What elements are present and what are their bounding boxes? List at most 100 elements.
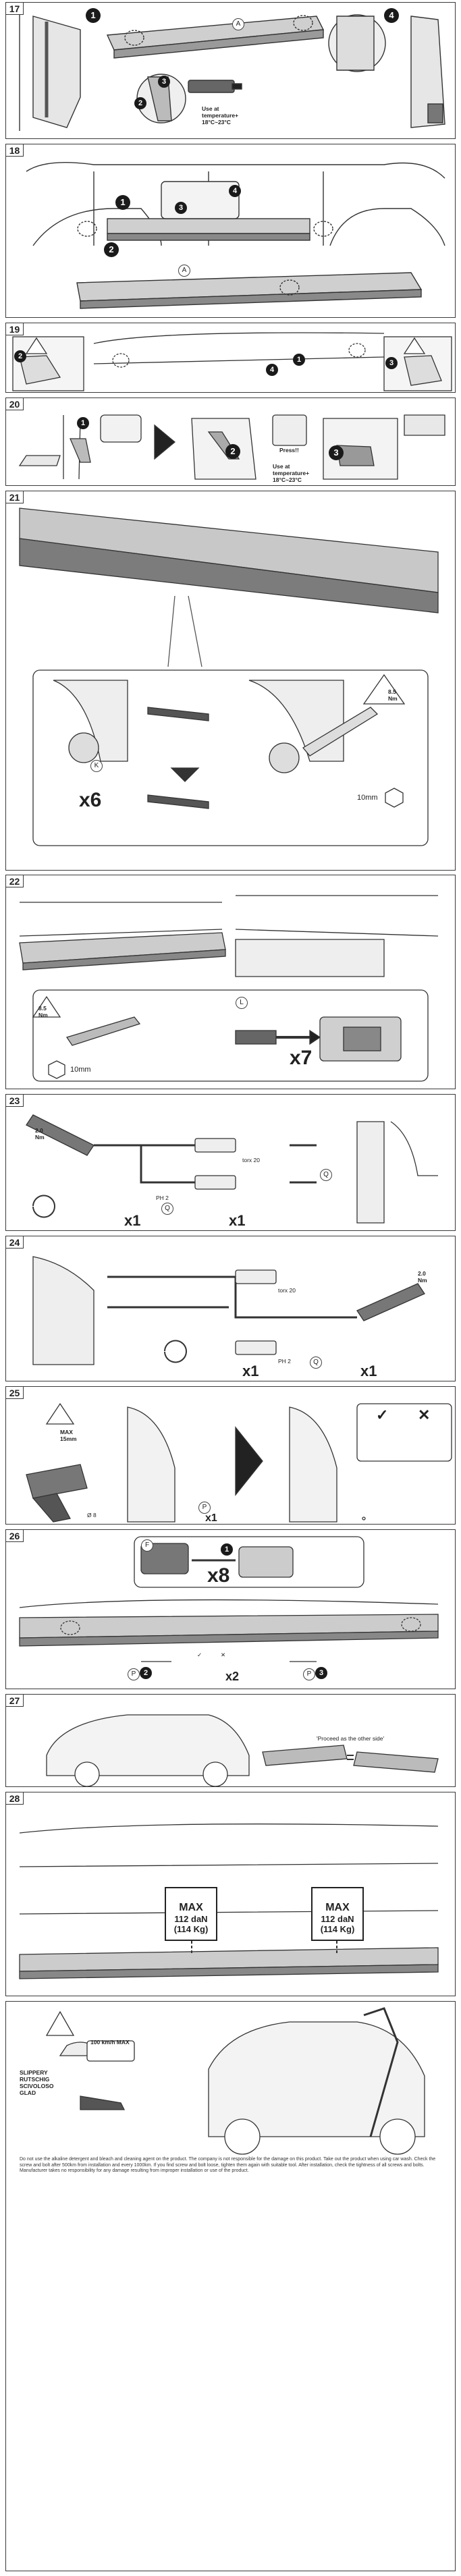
temperature-line-1: Use at	[202, 105, 219, 112]
part-label-l: L	[236, 997, 248, 1009]
step-number: 22	[6, 875, 24, 887]
part-label-q: Q	[161, 1203, 173, 1215]
quantity-x8: x8	[207, 1564, 230, 1587]
max-load-title: MAX	[179, 1902, 203, 1913]
quantity-x1-b: x1	[360, 1363, 377, 1379]
step-23-panel: 23 2.0 Nm torx 20 PH 2 Q x1 Q x1	[5, 1094, 456, 1231]
quantity-x6: x6	[79, 789, 102, 811]
slippery-en: SLIPPERY	[20, 2069, 48, 2076]
torque-value: 2.0	[418, 1270, 426, 1277]
warning-text: Do not use the alkaline detergent and bl…	[20, 2157, 436, 2173]
step-19-panel: 19 2 1 4 3	[5, 323, 456, 393]
step-number: 19	[6, 323, 24, 335]
step-20-illustration	[18, 414, 445, 480]
step-19-illustration	[12, 332, 452, 391]
step-21-illustration	[19, 508, 439, 846]
max-load-label-left: MAX 112 daN (114 Kg)	[165, 1887, 217, 1941]
max-load-title: MAX	[325, 1902, 350, 1913]
step-23-illustration	[26, 1114, 438, 1224]
callout-1: 1	[221, 1543, 233, 1556]
part-label-p: P	[128, 1668, 140, 1680]
ok-mark: ✓	[376, 1406, 389, 1423]
step-22-illustration	[19, 895, 439, 1082]
callout-1: 1	[86, 8, 101, 23]
drill-size: Ø 8	[87, 1512, 97, 1518]
step-18-panel: 18 1 2 3 4 A	[5, 144, 456, 318]
callout-1: 1	[77, 417, 89, 429]
callout-3: 3	[329, 445, 344, 460]
step-25-panel: 25 MAX 15mm Ø 8 P x1 ✓ ✕	[5, 1386, 456, 1525]
max-depth-line-1: MAX	[60, 1429, 73, 1435]
wrench-size: 10mm	[357, 794, 378, 802]
callout-2: 2	[225, 444, 240, 459]
callout-4: 4	[229, 185, 241, 197]
step-18-illustration	[26, 161, 445, 309]
speed-limit: 100 km/h MAX	[90, 2039, 130, 2046]
step-28-panel: 28 MAX 112 daN (114 Kg) MAX 112 daN (114…	[5, 1792, 456, 1996]
callout-3: 3	[385, 357, 398, 369]
warning-panel: 100 km/h MAX SLIPPERY RUTSCHIG SCIVOLOSO…	[5, 2001, 456, 2571]
quantity-x1-a: x1	[124, 1212, 141, 1229]
temperature-line-2: temperature+	[202, 112, 239, 119]
not-ok-mark: ✕	[418, 1406, 431, 1423]
press-text: Press!!	[279, 447, 299, 454]
step-20-panel: 20 1 2 Press!! Use at temperature+ 18°C~…	[5, 398, 456, 486]
step-26-panel: 26 F 1 x8 P 2 ✓ ✕ x2 P 3	[5, 1529, 456, 1689]
callout-2: 2	[14, 350, 26, 362]
quantity-x1-a: x1	[242, 1363, 259, 1379]
torx-bit-label: torx 20	[242, 1157, 260, 1163]
torque-unit: Nm	[388, 695, 398, 702]
temperature-line-3: 18°C~23°C	[273, 476, 302, 483]
ph-bit-label: PH 2	[278, 1358, 291, 1365]
callout-4: 4	[266, 364, 278, 376]
slippery-da: GLAD	[20, 2089, 36, 2096]
quantity-x7: x7	[290, 1047, 313, 1069]
step-25-illustration	[26, 1402, 452, 1523]
callout-1: 1	[115, 195, 130, 210]
step-number: 21	[6, 491, 24, 503]
step-27-illustration	[46, 1714, 439, 1786]
torque-value: 8.5	[388, 688, 396, 695]
torque-unit: Nm	[418, 1277, 427, 1284]
ok-mark: ✓	[197, 1651, 202, 1658]
step-17-illustration	[19, 9, 445, 131]
part-label-a: A	[232, 18, 244, 30]
step-number: 18	[6, 144, 24, 157]
callout-2: 2	[134, 97, 146, 109]
part-label-f: F	[141, 1539, 153, 1552]
slippery-de: RUTSCHIG	[20, 2076, 50, 2083]
max-load-value: 112 daN	[321, 1914, 354, 1924]
part-label-a: A	[178, 265, 190, 277]
step-number: 17	[6, 3, 24, 15]
callout-2: 2	[140, 1667, 152, 1679]
slippery-it: SCIVOLOSO	[20, 2083, 54, 2089]
warning-illustration	[45, 2007, 425, 2155]
step-28-illustration	[19, 1824, 439, 1979]
ph-bit-label: PH 2	[156, 1195, 169, 1201]
step-26-illustration	[19, 1536, 439, 1662]
part-label-k: K	[90, 760, 103, 772]
max-load-kg: (114 Kg)	[320, 1924, 355, 1934]
max-load-kg: (114 Kg)	[173, 1924, 209, 1934]
step-number: 26	[6, 1530, 24, 1542]
temperature-line-3: 18°C~23°C	[202, 119, 231, 126]
step-number: 28	[6, 1792, 24, 1805]
torque-value: 8.5	[38, 1005, 47, 1012]
step-number: 25	[6, 1387, 24, 1399]
callout-4: 4	[384, 8, 399, 23]
step-24-illustration	[32, 1256, 425, 1365]
step-24-panel: 24 torx 20 PH 2 2.0 Nm x1 Q x1	[5, 1236, 456, 1381]
callout-3: 3	[175, 202, 187, 214]
step-number: 23	[6, 1095, 24, 1107]
torque-unit: Nm	[38, 1012, 48, 1018]
wrench-size: 10mm	[70, 1066, 91, 1074]
proceed-note: 'Proceed as the other side'	[317, 1735, 385, 1742]
quantity-x1-b: x1	[229, 1212, 246, 1229]
torx-bit-label: torx 20	[278, 1287, 296, 1294]
callout-2: 2	[104, 242, 119, 257]
step-21-panel: 21 K x6 8.5 Nm 10mm	[5, 491, 456, 871]
callout-3: 3	[158, 76, 170, 88]
step-number: 27	[6, 1695, 24, 1707]
max-depth-line-2: 15mm	[60, 1435, 77, 1442]
step-number: 24	[6, 1236, 24, 1249]
